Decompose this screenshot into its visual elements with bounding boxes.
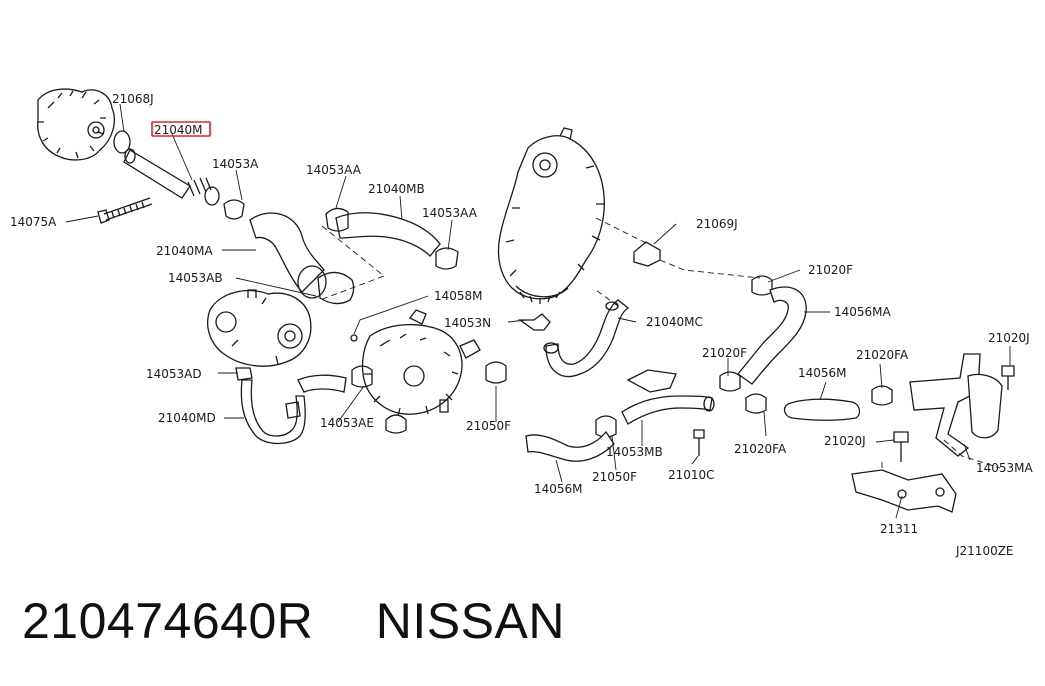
label-14056ma: 14056MA: [834, 305, 892, 319]
label-14053mb: 14053MB: [606, 445, 663, 459]
label-21020fa-lower: 21020FA: [734, 442, 787, 456]
label-14053aa-left: 14053AA: [306, 163, 362, 177]
label-21020j-lower: 21020J: [824, 434, 866, 448]
label-21040mc: 21040MC: [646, 315, 703, 329]
diagram-code: J21100ZE: [955, 544, 1014, 558]
parts-diagram: 21068J 21040M 14053A 14075A 14053AA 2104…: [10, 88, 1034, 558]
label-14075a: 14075A: [10, 215, 57, 229]
caption: 210474640R NISSAN: [22, 592, 565, 650]
label-14058m: 14058M: [434, 289, 483, 303]
label-14053aa-right: 14053AA: [422, 206, 478, 220]
label-21040mb: 21040MB: [368, 182, 425, 196]
brand-name: NISSAN: [375, 593, 565, 649]
part-labels: 21068J 21040M 14053A 14075A 14053AA 2104…: [10, 92, 1034, 558]
label-14053n: 14053N: [444, 316, 491, 330]
label-21020f-lower: 21020F: [702, 346, 747, 360]
label-14056m-right: 14056M: [798, 366, 847, 380]
label-21311: 21311: [880, 522, 918, 536]
leader-lines: [65, 103, 1011, 519]
label-21020fa-upper: 21020FA: [856, 348, 909, 362]
label-21020j-right: 21020J: [988, 331, 1030, 345]
label-21040m: 21040M: [154, 123, 203, 137]
label-21068j: 21068J: [112, 92, 154, 106]
label-21069j: 21069J: [696, 217, 738, 231]
label-21050f-upper: 21050F: [466, 419, 511, 433]
label-14053ab: 14053AB: [168, 271, 223, 285]
label-21050f-lower: 21050F: [592, 470, 637, 484]
highlight-box: [151, 121, 211, 137]
part-number: 210474640R: [22, 593, 314, 649]
label-21040md: 21040MD: [158, 411, 216, 425]
routing-lines: [319, 217, 1001, 470]
label-14053ae: 14053AE: [320, 416, 374, 430]
label-21040ma: 21040MA: [156, 244, 214, 258]
label-14053ma: 14053MA: [976, 461, 1034, 475]
part-outlines: [37, 88, 1015, 513]
label-14053ad: 14053AD: [146, 367, 202, 381]
label-14053a: 14053A: [212, 157, 259, 171]
label-14056m-lower: 14056M: [534, 482, 583, 496]
label-21010c: 21010C: [668, 468, 715, 482]
label-21020f-upper: 21020F: [808, 263, 853, 277]
